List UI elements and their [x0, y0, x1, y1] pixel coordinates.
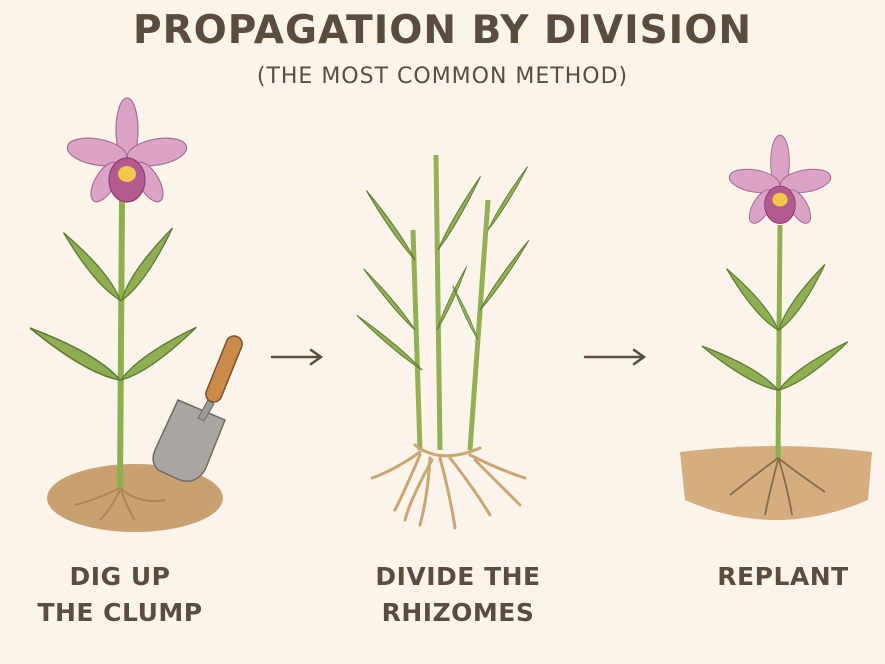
divided-rhizomes — [355, 154, 532, 530]
orchid-flower — [726, 134, 834, 228]
arrow-icon — [583, 348, 647, 366]
leaf — [485, 164, 530, 232]
label-line: THE CLUMP — [37, 598, 203, 627]
label-line: DIG UP — [69, 562, 171, 591]
trowel-shaft — [197, 399, 215, 422]
arrow-icon — [270, 348, 324, 366]
step-label-divide: DIVIDE THE RHIZOMES — [328, 559, 588, 631]
orchid-flower — [64, 97, 190, 207]
leaf — [117, 224, 178, 304]
leaf — [361, 266, 418, 332]
leaf — [26, 322, 124, 386]
label-line: RHIZOMES — [381, 598, 535, 627]
label-line: REPLANT — [717, 562, 849, 591]
leaf — [774, 261, 830, 334]
step-label-dig-up: DIG UP THE CLUMP — [0, 559, 250, 631]
soil-bed — [680, 446, 872, 520]
step-label-replant: REPLANT — [653, 559, 885, 595]
leaf — [58, 228, 125, 304]
label-line: DIVIDE THE — [375, 562, 541, 591]
replanted-orchid — [680, 134, 872, 520]
leaf — [435, 174, 483, 252]
plant-dig-up — [26, 97, 243, 532]
trowel-handle — [205, 335, 243, 403]
page-subtitle: (THE MOST COMMON METHOD) — [256, 64, 629, 89]
leaf — [775, 337, 852, 395]
leaf — [450, 284, 480, 341]
leaf — [355, 313, 424, 373]
page-title: PROPAGATION BY DIVISION — [133, 8, 752, 53]
leaf — [722, 265, 783, 334]
leaf — [363, 188, 418, 262]
leaf — [698, 341, 782, 395]
leaf — [117, 322, 201, 385]
trowel-icon — [152, 399, 226, 482]
